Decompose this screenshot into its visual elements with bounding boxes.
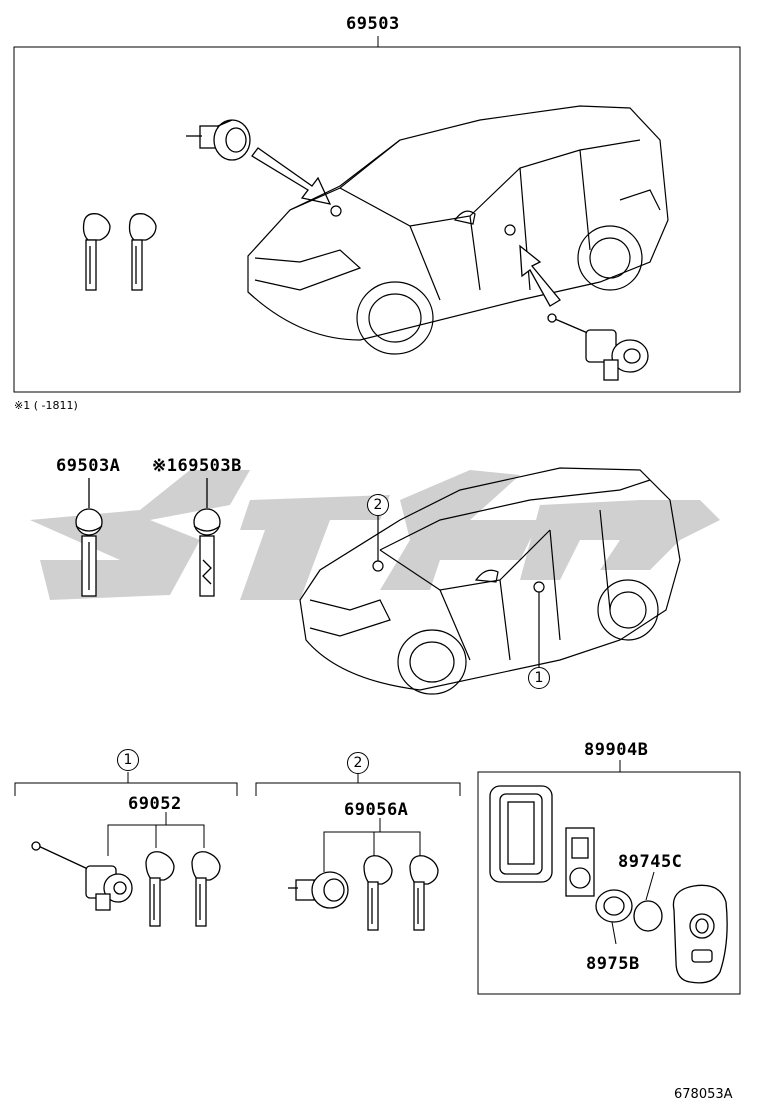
arrow-to-hood	[251, 147, 332, 205]
vehicle-callout-1: 1	[528, 667, 550, 689]
top-key-right	[128, 213, 157, 291]
group-2-marker: 2	[347, 752, 369, 774]
footnote: ※1 ( -1811)	[14, 399, 78, 412]
battery-part-number: 89745C	[618, 852, 683, 872]
remote-circuit-board	[565, 827, 595, 897]
group-2-key-a	[363, 855, 393, 931]
top-assembly-part-number: 69503	[346, 14, 400, 34]
vehicle-callout-2: 2	[367, 494, 389, 516]
top-vehicle-outline	[247, 105, 669, 355]
remote-battery	[633, 900, 663, 932]
group-1-part-number: 69052	[128, 794, 182, 814]
key-69503b-drawing	[193, 478, 221, 597]
remote-key-fob	[672, 884, 728, 984]
remote-battery-cover	[595, 889, 633, 923]
group-2-hood-cylinder	[288, 871, 349, 909]
remote-case-frame	[489, 785, 553, 883]
group-1-door-cylinder	[31, 841, 133, 911]
arrow-to-door	[519, 244, 561, 307]
remote-group-frame	[477, 760, 741, 995]
top-door-lock-cylinder	[547, 313, 649, 381]
key-69503a-label: 69503A	[56, 456, 121, 476]
group-1-marker: 1	[117, 749, 139, 771]
cover-part-number: 8975B	[586, 954, 640, 974]
group-2-bracket	[255, 772, 461, 872]
key-69503a-drawing	[75, 478, 103, 597]
top-assembly-frame	[13, 36, 741, 393]
key-69503b-label: ※169503B	[152, 456, 242, 476]
reference-code: 678053A	[674, 1087, 733, 1102]
group-1-key-b	[191, 851, 221, 927]
top-hood-lock-cylinder	[186, 119, 251, 161]
group-1-bracket	[14, 772, 238, 856]
top-key-left	[82, 213, 111, 291]
group-1-key-a	[145, 851, 175, 927]
remote-group-part-number: 89904B	[584, 740, 649, 760]
group-2-part-number: 69056A	[344, 800, 409, 820]
middle-vehicle-outline	[299, 467, 681, 695]
group-2-key-b	[409, 855, 439, 931]
